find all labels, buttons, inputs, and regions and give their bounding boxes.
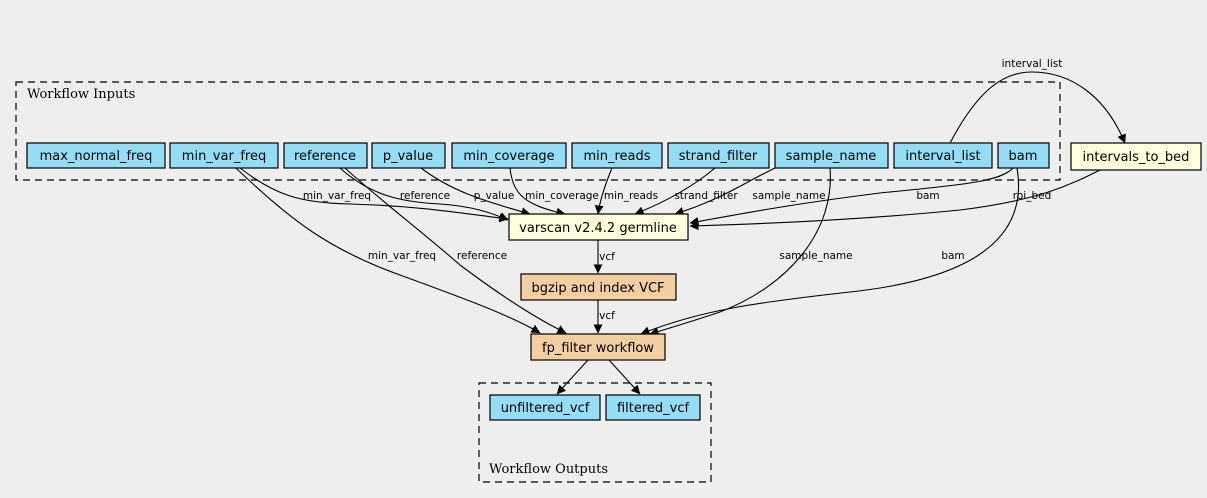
node-filtered-vcf-label: filtered_vcf xyxy=(617,401,690,416)
node-min-var-freq[interactable]: min_var_freq xyxy=(169,142,279,169)
edge-label-vcf-varscan: vcf xyxy=(599,251,615,263)
node-varscan-germline[interactable]: varscan v2.4.2 germline xyxy=(508,213,689,241)
node-bam-label: bam xyxy=(1009,149,1038,164)
node-unfiltered-vcf-label: unfiltered_vcf xyxy=(501,401,590,416)
edge-bam-to-varscan: bam xyxy=(689,167,1014,226)
node-min-coverage[interactable]: min_coverage xyxy=(451,142,567,169)
node-varscan-germline-label: varscan v2.4.2 germline xyxy=(519,221,677,236)
node-filtered-vcf[interactable]: filtered_vcf xyxy=(605,394,701,421)
edge-label-roi-bed-varscan: roi_bed xyxy=(1013,190,1051,202)
node-min-reads[interactable]: min_reads xyxy=(571,142,663,169)
edge-label-vcf-bgzip: vcf xyxy=(599,310,615,322)
node-max-normal-freq[interactable]: max_normal_freq xyxy=(26,142,166,169)
node-interval-list-label: interval_list xyxy=(905,149,980,164)
node-sample-name-label: sample_name xyxy=(786,149,877,164)
node-sample-name[interactable]: sample_name xyxy=(774,142,889,169)
workflow-inputs-cluster: Workflow Inputs xyxy=(15,81,1061,181)
node-reference[interactable]: reference xyxy=(283,142,368,169)
edge-label-reference-fp: reference xyxy=(457,250,507,262)
workflow-inputs-label: Workflow Inputs xyxy=(27,87,135,102)
node-reference-label: reference xyxy=(294,149,356,164)
edge-sample-name-to-varscan: sample_name xyxy=(674,167,826,216)
edge-label-min-reads-varscan: min_reads xyxy=(604,190,658,202)
edge-label-p-value-varscan: p_value xyxy=(474,190,515,202)
edge-label-reference-varscan: reference xyxy=(400,190,450,202)
node-intervals-to-bed-label: intervals_to_bed xyxy=(1083,150,1190,165)
edge-interval-list-to-intervals-to-bed: interval_list xyxy=(948,58,1126,146)
node-bgzip-index-vcf-label: bgzip and index VCF xyxy=(531,281,664,296)
workflow-outputs-label: Workflow Outputs xyxy=(489,462,608,477)
node-unfiltered-vcf[interactable]: unfiltered_vcf xyxy=(489,394,601,421)
node-p-value-label: p_value xyxy=(383,149,433,164)
edge-reference-to-fp-filter: reference xyxy=(344,167,567,334)
node-bam[interactable]: bam xyxy=(997,142,1050,169)
edge-min-coverage-to-varscan: min_coverage xyxy=(509,167,599,217)
edges: interval_list min_var_freq reference p_v… xyxy=(235,58,1126,395)
edge-bam-to-fp-filter: bam xyxy=(640,167,1019,335)
node-fp-filter-workflow[interactable]: fp_filter workflow xyxy=(530,333,666,361)
edge-min-var-freq-to-varscan: min_var_freq xyxy=(239,167,509,223)
node-fp-filter-workflow-label: fp_filter workflow xyxy=(542,341,654,356)
edge-min-var-freq-to-fp-filter: min_var_freq xyxy=(235,167,541,334)
node-p-value[interactable]: p_value xyxy=(371,142,446,169)
workflow-outputs-cluster: Workflow Outputs xyxy=(478,382,712,483)
edge-bgzip-to-fp-filter: vcf xyxy=(593,300,615,334)
node-min-var-freq-label: min_var_freq xyxy=(182,149,266,164)
edge-fp-filter-to-filtered-vcf xyxy=(608,359,641,395)
node-strand-filter[interactable]: strand_filter xyxy=(667,142,770,169)
edge-label-min-var-freq-fp: min_var_freq xyxy=(368,250,436,262)
edge-label-sample-name-fp: sample_name xyxy=(779,250,852,262)
node-intervals-to-bed[interactable]: intervals_to_bed xyxy=(1070,142,1202,171)
node-strand-filter-label: strand_filter xyxy=(679,149,758,164)
edge-label-sample-name-varscan: sample_name xyxy=(752,190,825,202)
edge-varscan-to-bgzip: vcf xyxy=(593,240,615,274)
edge-label-bam-varscan: bam xyxy=(916,190,939,202)
node-max-normal-freq-label: max_normal_freq xyxy=(40,149,153,164)
edge-intervals-to-bed-to-varscan: roi_bed xyxy=(689,169,1101,231)
edge-label-min-coverage-varscan: min_coverage xyxy=(525,190,599,202)
edge-label-interval-list: interval_list xyxy=(1002,58,1063,70)
edge-sample-name-to-fp-filter: sample_name xyxy=(649,167,853,336)
edge-label-bam-fp: bam xyxy=(941,250,964,262)
node-min-coverage-label: min_coverage xyxy=(463,149,554,164)
edge-label-min-var-freq-varscan: min_var_freq xyxy=(303,190,371,202)
node-min-reads-label: min_reads xyxy=(583,149,650,164)
edge-label-strand-filter-varscan: strand_filter xyxy=(674,190,738,202)
nodes: max_normal_freq min_var_freq reference p… xyxy=(26,142,1202,421)
edge-fp-filter-to-unfiltered-vcf xyxy=(556,359,589,395)
edge-min-reads-to-varscan: min_reads xyxy=(594,167,658,215)
edge-p-value-to-varscan: p_value xyxy=(420,167,531,217)
edge-strand-filter-to-varscan: strand_filter xyxy=(634,167,738,216)
node-interval-list[interactable]: interval_list xyxy=(893,142,993,169)
node-bgzip-index-vcf[interactable]: bgzip and index VCF xyxy=(520,273,677,301)
